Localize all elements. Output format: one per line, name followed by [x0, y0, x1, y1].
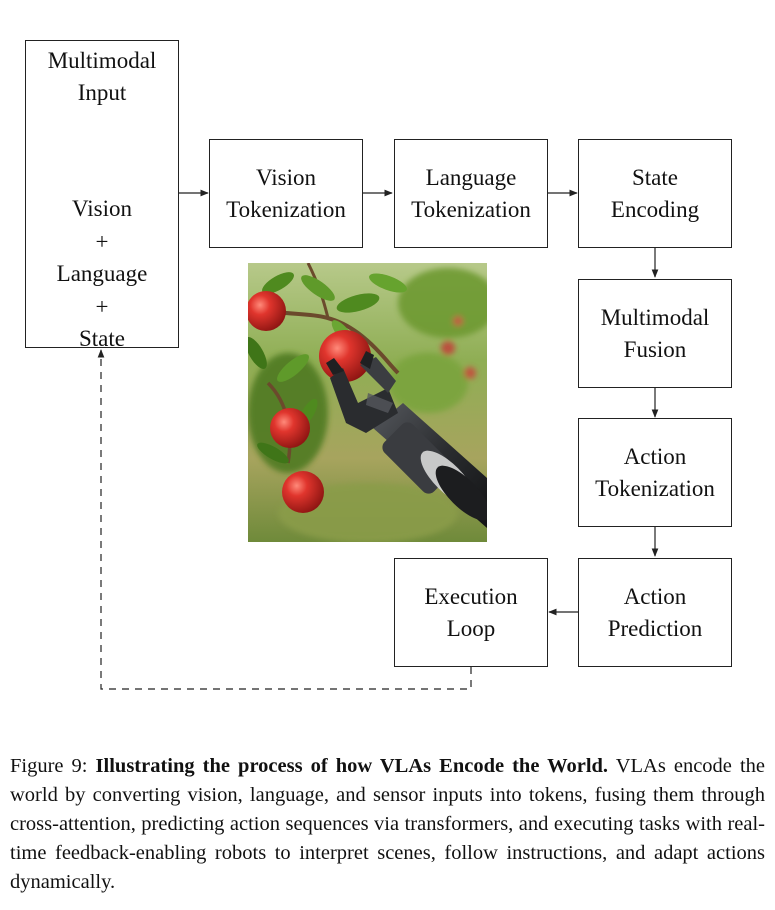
apple — [282, 471, 324, 513]
caption-title: Illustrating the process of how VLAs Enc… — [95, 755, 609, 777]
feedback-dashed-loop — [97, 349, 472, 690]
robot-arm — [326, 351, 487, 528]
figure-caption: Figure 9: Illustrating the process of ho… — [10, 752, 765, 897]
multimodal-input-title: Multimodal Input — [47, 48, 157, 105]
apple — [248, 291, 286, 331]
apple — [270, 408, 310, 448]
robot-picking-apple-illustration — [248, 263, 487, 542]
caption-body: VLAs encode the world by converting visi… — [10, 755, 765, 893]
multimodal-input-box: Multimodal Input Vision + Language + Sta… — [25, 40, 179, 351]
modalities-list: Vision + Language + State — [56, 196, 148, 351]
caption-label: Figure 9: — [10, 755, 96, 777]
